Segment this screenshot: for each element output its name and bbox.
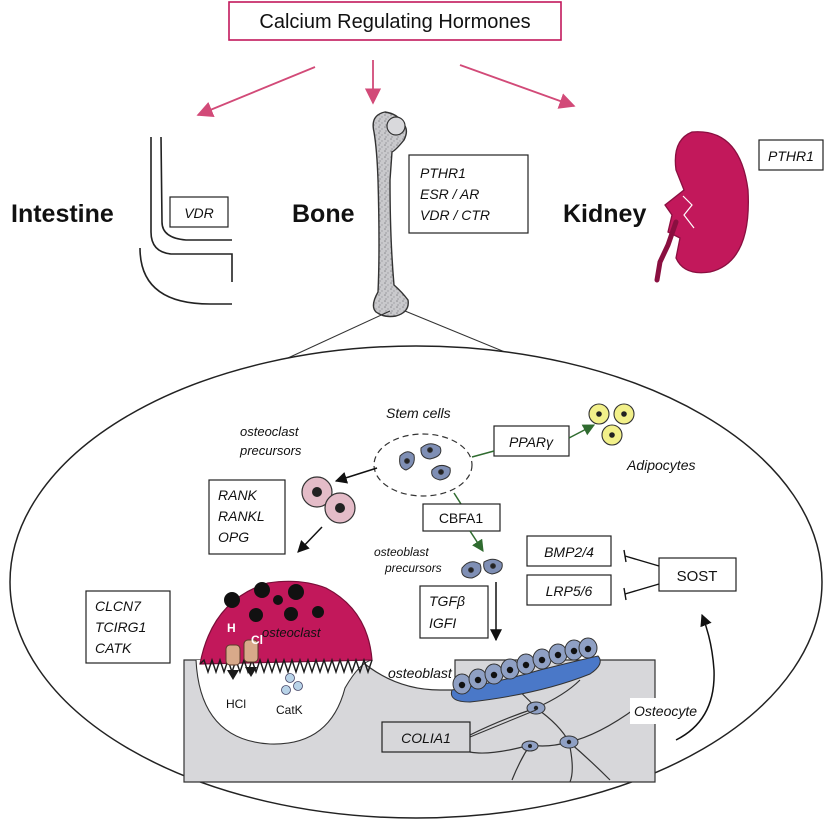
osteoclast-nucleus: [284, 607, 298, 621]
osteoclast-nucleus: [288, 584, 304, 600]
osteoblast-nucleus: [458, 681, 466, 689]
ob-precursors-label-2: precursors: [384, 561, 442, 575]
lrp-box: LRP5/6: [526, 574, 612, 606]
ppar-box: PPARγ: [493, 425, 570, 457]
sost-box: SOST: [658, 557, 737, 592]
osteoblast-layer: [450, 637, 601, 703]
arrow-cbfa1-to-ob-precursors: [469, 530, 484, 553]
line-stem-to-ppar: [471, 450, 495, 458]
bmp-box: BMP2/4: [526, 535, 612, 567]
arrow-to-intestine: [196, 66, 316, 117]
osteoblast-label: osteoblast: [388, 665, 453, 681]
gene-tcirg1: TCIRG1: [95, 619, 146, 635]
colia1-box: COLIA1: [381, 721, 471, 753]
gene-cbfa1: CBFA1: [439, 510, 484, 526]
kidney-drawing: [654, 131, 749, 283]
gene-sost: SOST: [677, 568, 718, 585]
osteoblast-nucleus: [522, 661, 530, 669]
oc-precursors-label-2: precursors: [239, 443, 302, 458]
receptor-esr-ar: ESR / AR: [420, 186, 479, 202]
gene-opg: OPG: [218, 529, 249, 545]
proton-label: H: [227, 621, 236, 635]
arrow-osteocyte-to-sost: [675, 613, 715, 741]
receptor-vdr: VDR: [184, 205, 214, 221]
gene-clcn7: CLCN7: [95, 598, 142, 614]
chloride-label: Cl: [251, 633, 263, 647]
osteoblast-nucleus: [506, 666, 514, 674]
title: Calcium Regulating Hormones: [259, 11, 530, 33]
tgf-box: TGFβ IGFI: [419, 585, 489, 639]
colia1-pointer: [469, 709, 537, 738]
osteoclast-label: osteoclast: [262, 625, 322, 640]
intestine-receptor-box: VDR: [169, 196, 229, 228]
sost-inhibition-lines: [623, 549, 660, 601]
bone-drawing: [372, 111, 409, 318]
kidney-receptor-box: PTHR1: [758, 139, 824, 171]
gene-colia1: COLIA1: [401, 730, 451, 746]
arrow-oc-precursor-to-osteoclast: [297, 526, 323, 553]
osteoclast-nucleus: [273, 595, 283, 605]
cbfa1-box: CBFA1: [422, 503, 501, 532]
osteoblast-nucleus: [584, 645, 592, 653]
osteoblast-nucleus: [554, 651, 562, 659]
catk-label: CatK: [276, 703, 303, 717]
osteoclast-nucleus: [254, 582, 270, 598]
osteoblast-nucleus: [474, 676, 482, 684]
stem-cells-cluster: [373, 433, 473, 497]
gene-rankl: RANKL: [218, 508, 265, 524]
gene-ppar: PPARγ: [509, 434, 554, 450]
bone-label: Bone: [292, 200, 355, 228]
arrow-to-kidney: [459, 64, 576, 109]
gene-rank: RANK: [218, 487, 258, 503]
arrow-ppar-to-adipocytes: [568, 424, 596, 439]
osteoblast-nucleus: [538, 656, 546, 664]
osteoclast-nucleus: [224, 592, 240, 608]
clcn-box: CLCN7 TCIRG1 CATK: [85, 590, 171, 664]
osteoblast-nucleus: [570, 647, 578, 655]
kidney-label: Kidney: [563, 200, 646, 228]
ob-precursors-label-1: osteoblast: [374, 545, 429, 559]
rank-box: RANK RANKL OPG: [208, 479, 286, 555]
arrow-stem-to-oc-precursor: [334, 467, 378, 484]
bone-receptor-box: PTHR1 ESR / AR VDR / CTR: [408, 154, 529, 234]
hcl-label: HCl: [226, 697, 246, 711]
gene-tgf: TGFβ: [429, 593, 465, 609]
stem-cells-label: Stem cells: [386, 405, 451, 421]
osteoclast-cell: [199, 580, 373, 675]
osteoclast-precursor-cells: [301, 476, 356, 524]
osteocyte-label: Osteocyte: [634, 703, 697, 719]
line-stem-to-cbfa1: [453, 492, 462, 505]
adipocytes-label: Adipocytes: [626, 457, 695, 473]
gene-bmp: BMP2/4: [544, 544, 594, 560]
osteocyte-cells: [521, 701, 579, 752]
receptor-pthr1-kidney: PTHR1: [768, 148, 814, 164]
osteoblast-precursor-cells: [461, 558, 503, 579]
gene-catk: CATK: [95, 640, 132, 656]
adipocyte-cells: [588, 403, 635, 446]
title-box: Calcium Regulating Hormones: [228, 1, 562, 41]
receptor-vdr-ctr: VDR / CTR: [420, 207, 490, 223]
receptor-pthr1-bone: PTHR1: [420, 165, 466, 181]
ion-channels: [225, 639, 259, 680]
gene-igfi: IGFI: [429, 615, 456, 631]
osteoclast-nucleus: [312, 606, 324, 618]
oc-precursors-label-1: osteoclast: [240, 424, 300, 439]
osteoclast-nucleus: [249, 608, 263, 622]
osteoblast-nucleus: [490, 671, 498, 679]
gene-lrp: LRP5/6: [546, 583, 593, 599]
catk-droplets: [281, 673, 303, 695]
intestine-label: Intestine: [11, 200, 114, 228]
intestine-drawing: [139, 136, 233, 305]
stem-cells: [399, 443, 451, 481]
